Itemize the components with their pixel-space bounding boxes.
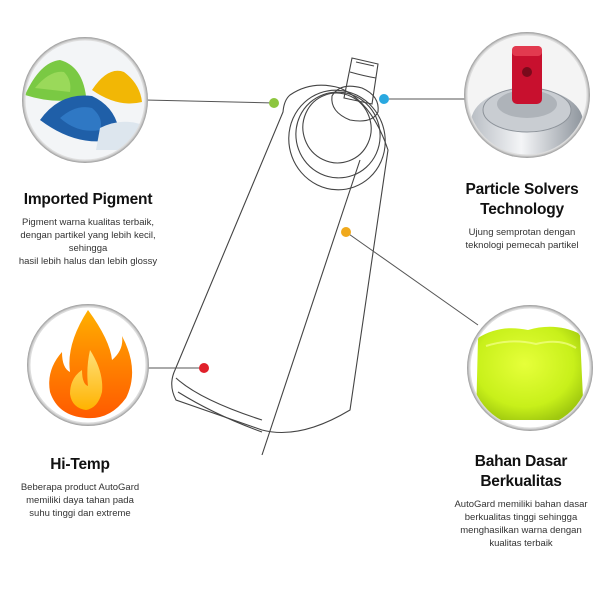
spray-nozzle-icon bbox=[464, 32, 590, 158]
particle-dot bbox=[379, 94, 389, 104]
flame-icon bbox=[27, 304, 149, 426]
feature-title: Hi-Temp bbox=[50, 456, 110, 473]
feature-description: Pigment warna kualitas terbaik, dengan p… bbox=[18, 217, 158, 267]
feature-imported-pigment: Imported Pigment Pigment warna kualitas … bbox=[8, 190, 168, 268]
pigment-dot bbox=[269, 98, 279, 108]
bahan-dot bbox=[341, 227, 351, 237]
feature-description: Ujung semprotan dengan teknologi pemecah… bbox=[465, 227, 579, 251]
hitemp-dot bbox=[199, 363, 209, 373]
spray-can-outline bbox=[171, 57, 389, 456]
feature-title: Imported Pigment bbox=[23, 191, 153, 208]
feature-description: Beberapa product AutoGard memiliki daya … bbox=[20, 482, 140, 519]
feature-title: Bahan Dasar Berkualitas bbox=[474, 453, 568, 490]
feature-title: Particle Solvers Technology bbox=[465, 181, 579, 218]
paint-sample-icon bbox=[467, 305, 593, 431]
feature-hi-temp: Hi-Temp Beberapa product AutoGard memili… bbox=[10, 455, 150, 520]
feature-bahan-dasar: Bahan Dasar Berkualitas AutoGard memilik… bbox=[436, 452, 600, 550]
feature-description: AutoGard memiliki bahan dasar berkualita… bbox=[454, 499, 588, 549]
feature-particle-solvers: Particle Solvers Technology Ujung sempro… bbox=[438, 180, 600, 252]
pigment-powder-icon bbox=[22, 37, 148, 163]
connector-lines bbox=[144, 98, 479, 369]
